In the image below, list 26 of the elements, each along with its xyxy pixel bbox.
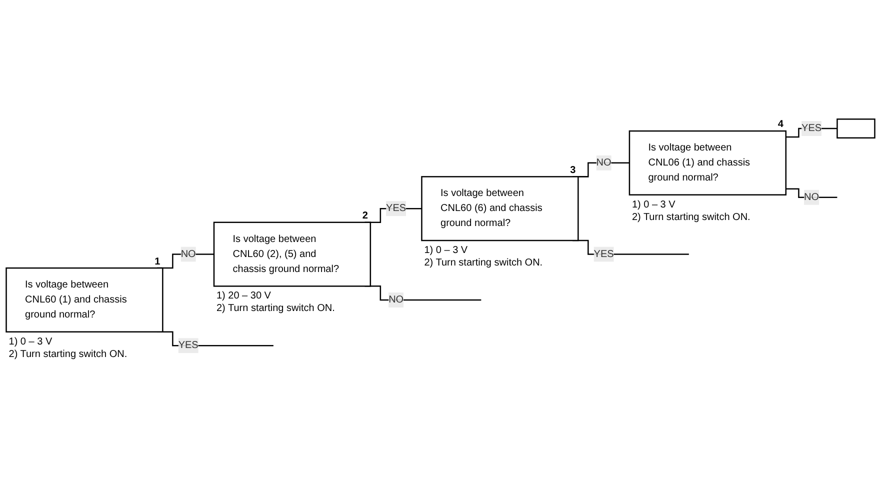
step-number: 2 bbox=[362, 210, 368, 222]
node-box bbox=[836, 118, 876, 139]
node-box: Is voltage between CNL06 (1) and chassis ground normal? bbox=[628, 130, 786, 196]
node-box: Is voltage between CNL60 (6) and chassis ground normal? bbox=[421, 176, 579, 242]
test-note: 1) 0 – 3 V bbox=[424, 245, 468, 256]
edge-label: YES bbox=[594, 248, 614, 260]
edge-label: YES bbox=[386, 202, 406, 214]
step-number: 1 bbox=[154, 256, 160, 268]
step-number: 3 bbox=[570, 164, 576, 176]
test-note: 2) Turn starting switch ON. bbox=[216, 303, 335, 314]
test-note: 1) 0 – 3 V bbox=[8, 336, 52, 348]
connector bbox=[786, 128, 838, 138]
edge-label: NO bbox=[804, 192, 820, 202]
edge-label: NO bbox=[180, 248, 196, 260]
test-note: 1) 20 – 30 V bbox=[216, 290, 271, 302]
test-note: 2) Turn starting switch ON. bbox=[8, 348, 128, 360]
node-box: Is voltage between CNL60 (2), (5) and chassis ground normal? bbox=[213, 222, 372, 287]
node-box: Is voltage between CNL60 (1) and chassis ground normal? bbox=[6, 267, 164, 332]
edge-label: YES bbox=[178, 340, 198, 351]
test-note: 2) Turn starting switch ON. bbox=[632, 212, 750, 223]
edge-label: NO bbox=[388, 294, 404, 305]
edge-label: YES bbox=[802, 122, 822, 134]
edge-label: NO bbox=[596, 157, 612, 168]
step-number: 4 bbox=[778, 119, 784, 130]
test-note: 1) 0 – 3 V bbox=[632, 199, 676, 210]
test-note: 2) Turn starting switch ON. bbox=[424, 258, 543, 269]
